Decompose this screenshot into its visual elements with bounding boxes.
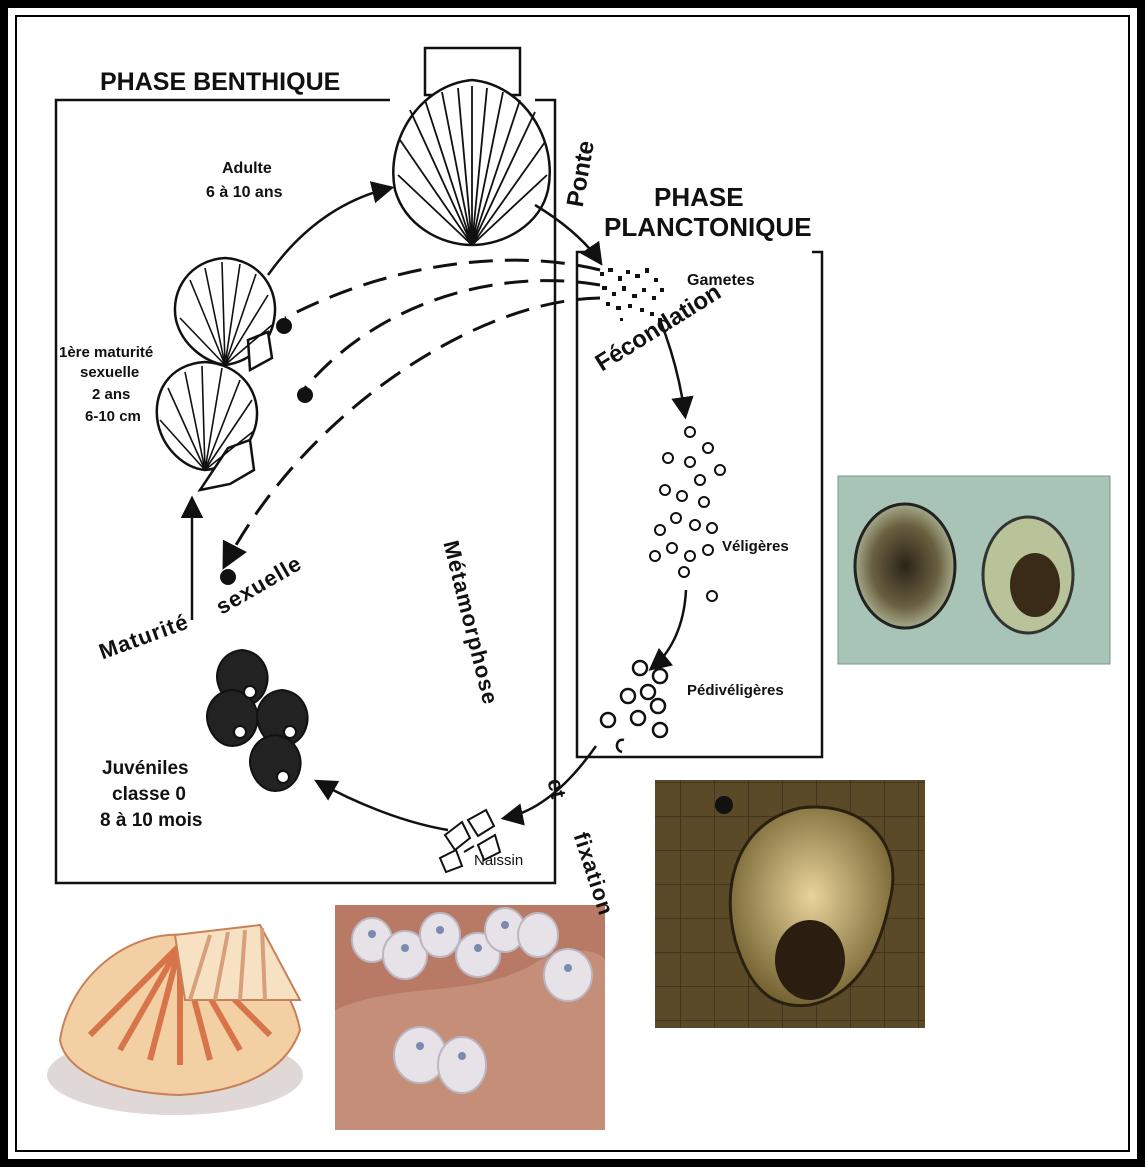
veligers-label: Véligères [722, 538, 789, 555]
juveniles-label-line2: classe 0 [112, 784, 186, 806]
benthic-phase-title: PHASE BENTHIQUE [100, 68, 340, 97]
first-maturity-label-line1: 1ère maturité [59, 344, 153, 361]
planktonic-phase-title-line1: PHASE [654, 182, 744, 213]
pediveligers-label: Pédivéligères [687, 682, 784, 699]
juveniles-label-line3: 8 à 10 mois [100, 810, 202, 832]
pediveliger-micrograph-photo [655, 780, 925, 1028]
adult-label-line1: Adulte [222, 160, 272, 178]
spat-on-finger-photo [335, 905, 605, 1130]
adult-label-line2: 6 à 10 ans [206, 184, 283, 202]
juveniles-label-line1: Juvéniles [102, 758, 189, 780]
first-maturity-label-line3: 2 ans [92, 386, 130, 403]
first-maturity-label-line2: sexuelle [80, 364, 139, 381]
planktonic-phase-title-line2: PLANCTONIQUE [604, 212, 812, 243]
veliger-micrograph-photo [838, 476, 1110, 664]
spat-label: Naissin [474, 852, 523, 869]
first-maturity-label-line4: 6-10 cm [85, 408, 141, 425]
